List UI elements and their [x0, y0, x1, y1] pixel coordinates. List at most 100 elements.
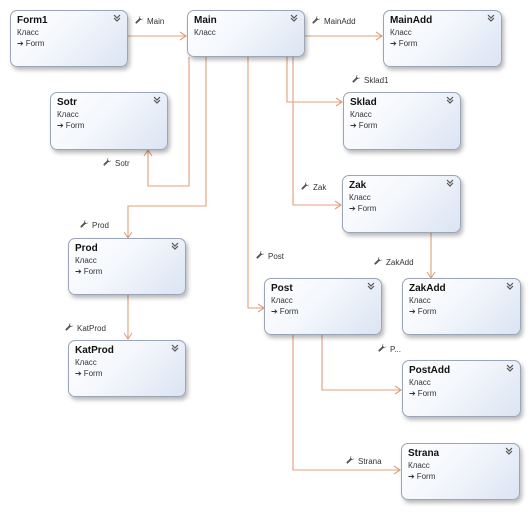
class-name: Prod [75, 243, 98, 254]
arrow-right-icon: ➔ [408, 472, 415, 481]
class-name: Sklad [350, 97, 377, 108]
class-stereotype: Класс [57, 110, 79, 119]
connector-postadd [321, 334, 401, 391]
connector-sotr [147, 57, 190, 187]
wrench-icon [65, 322, 74, 333]
class-sotr[interactable]: Sotr Класс ➔Form [50, 92, 168, 150]
association-label-main: Main [135, 15, 164, 27]
class-stereotype: Класс [390, 28, 412, 37]
class-mainadd[interactable]: MainAdd Класс ➔Form [383, 10, 502, 67]
class-name: Post [271, 283, 293, 294]
wrench-icon [256, 250, 265, 261]
connector-post [247, 57, 264, 309]
chevron-down-icon[interactable] [506, 282, 514, 292]
chevron-down-icon[interactable] [153, 96, 161, 106]
association-label-strana: Strana [346, 455, 382, 467]
wrench-icon [352, 74, 361, 85]
class-name: ZakAdd [409, 283, 446, 294]
chevron-down-icon[interactable] [487, 14, 495, 24]
chevron-down-icon[interactable] [171, 344, 179, 354]
base-class: ➔Form [75, 267, 103, 276]
arrow-right-icon: ➔ [390, 39, 397, 48]
base-class: ➔Form [57, 121, 85, 130]
association-label-mainadd: MainAdd [312, 15, 356, 27]
base-class: ➔Form [17, 39, 45, 48]
base-class: ➔Form [75, 369, 103, 378]
class-stereotype: Класс [408, 461, 430, 470]
connector-sklad1 [286, 57, 342, 103]
class-stereotype: Класс [409, 296, 431, 305]
class-name: PostAdd [409, 365, 451, 376]
class-name: Strana [408, 448, 440, 459]
chevron-down-icon[interactable] [367, 282, 375, 292]
arrow-right-icon: ➔ [75, 369, 82, 378]
class-sklad[interactable]: Sklad Класс ➔Form [343, 92, 461, 150]
connector-prod [127, 57, 207, 238]
base-class: ➔Form [349, 204, 377, 213]
wrench-icon [374, 256, 383, 267]
association-label-sklad1: Sklad1 [352, 74, 388, 86]
arrow-right-icon: ➔ [350, 121, 357, 130]
class-stereotype: Класс [350, 110, 372, 119]
association-label-prod: Prod [80, 219, 109, 231]
class-zakadd[interactable]: ZakAdd Класс ➔Form [402, 278, 521, 335]
class-prod[interactable]: Prod Класс ➔Form [68, 238, 186, 295]
wrench-icon [312, 15, 321, 26]
chevron-down-icon[interactable] [171, 242, 179, 252]
class-zak[interactable]: Zak Класс ➔Form [342, 175, 461, 233]
chevron-down-icon[interactable] [446, 179, 454, 189]
class-strana[interactable]: Strana Класс ➔Form [401, 443, 520, 500]
wrench-icon [135, 15, 144, 26]
arrow-right-icon: ➔ [409, 389, 416, 398]
chevron-down-icon[interactable] [505, 447, 513, 457]
association-label-zak: Zak [301, 181, 326, 193]
wrench-icon [80, 219, 89, 230]
base-class: ➔Form [409, 389, 437, 398]
base-class: ➔Form [390, 39, 418, 48]
arrow-right-icon: ➔ [271, 307, 278, 316]
class-stereotype: Класс [271, 296, 293, 305]
association-label-sotr: Sotr [103, 157, 130, 169]
arrow-right-icon: ➔ [409, 307, 416, 316]
wrench-icon [103, 157, 112, 168]
class-name: Zak [349, 180, 367, 191]
class-katprod[interactable]: KatProd Класс ➔Form [68, 340, 186, 397]
chevron-down-icon[interactable] [113, 14, 121, 24]
class-stereotype: Класс [75, 358, 97, 367]
chevron-down-icon[interactable] [446, 96, 454, 106]
association-label-zakadd: ZakAdd [374, 256, 414, 268]
arrow-right-icon: ➔ [17, 39, 24, 48]
association-label-postadd: P... [378, 343, 401, 355]
base-class: ➔Form [271, 307, 299, 316]
base-class: ➔Form [408, 472, 436, 481]
wrench-icon [301, 181, 310, 192]
class-name: Sotr [57, 97, 77, 108]
connector-zak [292, 57, 341, 206]
class-stereotype: Класс [194, 28, 216, 37]
class-stereotype: Класс [409, 378, 431, 387]
arrow-right-icon: ➔ [57, 121, 64, 130]
class-form1[interactable]: Form1 Класс ➔Form [10, 10, 128, 67]
arrow-right-icon: ➔ [75, 267, 82, 276]
class-post[interactable]: Post Класс ➔Form [264, 278, 382, 335]
class-stereotype: Класс [17, 28, 39, 37]
class-name: Main [194, 15, 217, 26]
class-stereotype: Класс [75, 256, 97, 265]
class-stereotype: Класс [349, 193, 371, 202]
chevron-down-icon[interactable] [290, 14, 298, 24]
wrench-icon [378, 343, 387, 354]
connector-strana [292, 334, 400, 471]
class-postadd[interactable]: PostAdd Класс ➔Form [402, 360, 521, 417]
base-class: ➔Form [350, 121, 378, 130]
wrench-icon [346, 455, 355, 466]
chevron-down-icon[interactable] [506, 364, 514, 374]
class-name: Form1 [17, 15, 48, 26]
arrow-right-icon: ➔ [349, 204, 356, 213]
association-label-post: Post [256, 250, 284, 262]
class-name: KatProd [75, 345, 114, 356]
class-main[interactable]: Main Класс [187, 10, 305, 57]
association-label-katprod: KatProd [65, 322, 106, 334]
class-name: MainAdd [390, 15, 433, 26]
base-class: ➔Form [409, 307, 437, 316]
